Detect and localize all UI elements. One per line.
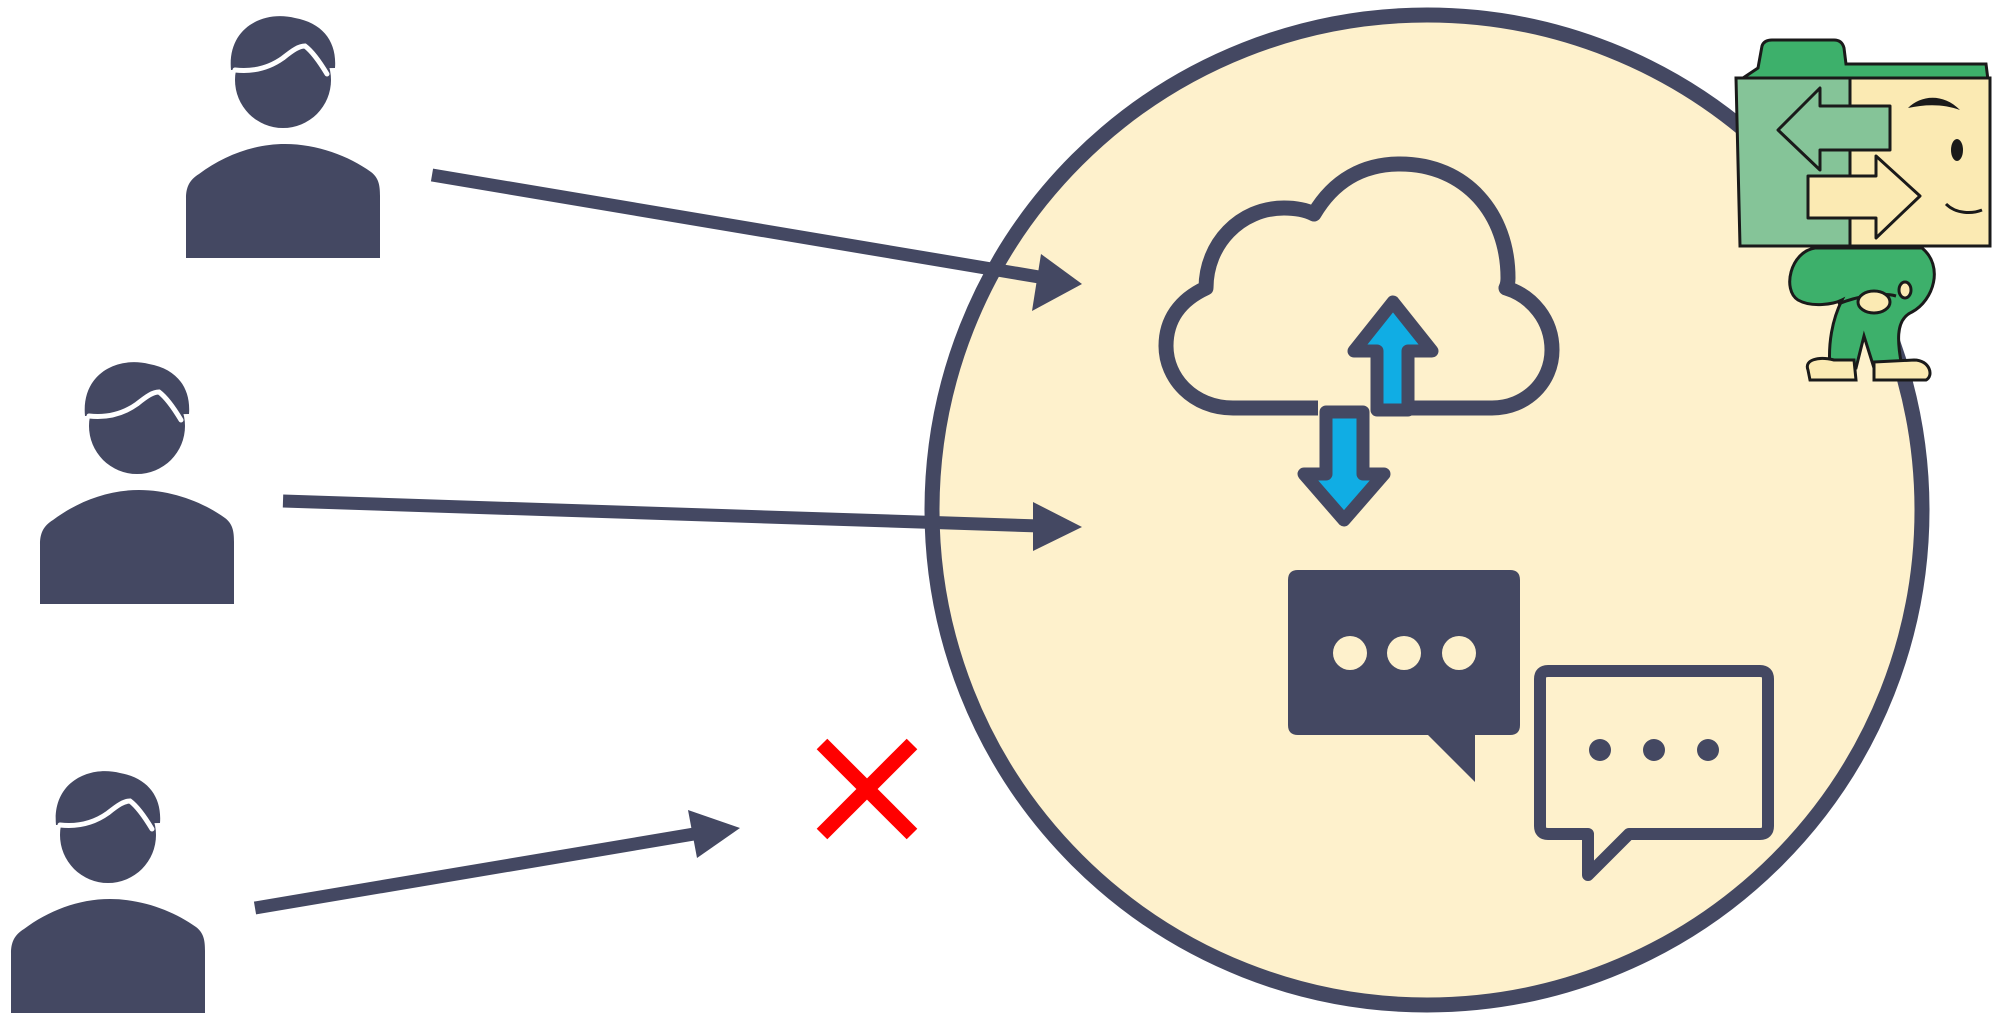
- connection-arrow-1: [430, 168, 1082, 311]
- upload-arrow-icon: [1347, 295, 1439, 417]
- connection-arrow-3: [253, 810, 740, 915]
- connection-arrow-2: [282, 494, 1082, 551]
- chat-bubble-filled-icon: [1288, 570, 1520, 782]
- chat-bubble-outline-icon: [1534, 665, 1774, 881]
- download-arrow-icon: [1297, 405, 1391, 527]
- folder-sync-mascot: [1734, 38, 1992, 382]
- user-icon: [11, 771, 205, 1013]
- user-icon: [186, 16, 380, 258]
- user-icon: [40, 362, 234, 604]
- x-mark-icon: [816, 738, 918, 840]
